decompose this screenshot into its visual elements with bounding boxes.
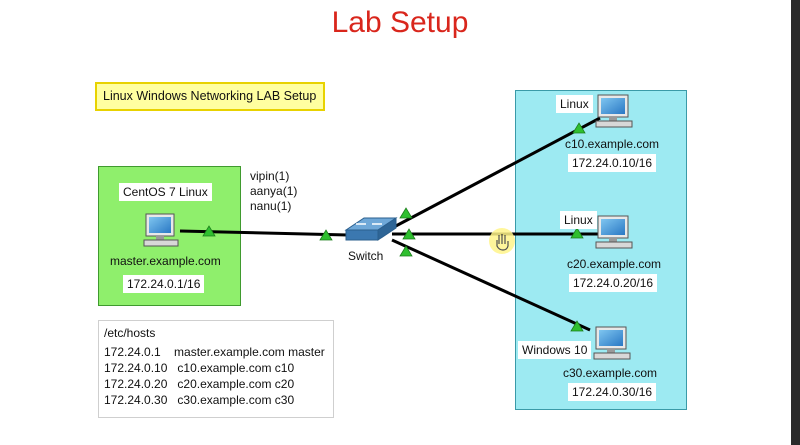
hosts-line: 172.24.0.20 c20.example.com c20 bbox=[104, 377, 295, 391]
mouse-cursor-highlight bbox=[489, 228, 515, 254]
master-hostname: master.example.com bbox=[110, 254, 221, 268]
c10-computer-icon bbox=[595, 94, 633, 128]
window-edge bbox=[791, 0, 800, 445]
c20-ip: 172.24.0.20/16 bbox=[569, 274, 658, 292]
c30-hostname: c30.example.com bbox=[563, 366, 658, 380]
link-status-c20-end bbox=[570, 227, 584, 239]
link-status-c30-end bbox=[570, 320, 584, 332]
switch-label: Switch bbox=[348, 249, 384, 263]
hosts-line: 172.24.0.30 c30.example.com c30 bbox=[104, 393, 295, 407]
link-status-master-switch-end bbox=[319, 229, 333, 241]
c10-hostname: c10.example.com bbox=[565, 137, 660, 151]
hosts-file-box bbox=[98, 320, 334, 418]
link-status-switch-c20 bbox=[402, 228, 416, 240]
link-status-indicators bbox=[202, 122, 586, 332]
master-computer-icon bbox=[143, 213, 179, 247]
hand-cursor-icon bbox=[496, 234, 509, 251]
c20-os-label: Linux bbox=[560, 211, 597, 229]
link-switch-c10 bbox=[391, 116, 601, 230]
master-ip: 172.24.0.1/16 bbox=[123, 275, 205, 293]
c30-os-label: Windows 10 bbox=[518, 341, 592, 359]
user-item: nanu(1) bbox=[250, 199, 292, 213]
user-item: aanya(1) bbox=[250, 184, 298, 198]
user-item: vipin(1) bbox=[250, 169, 290, 183]
c30-ip: 172.24.0.30/16 bbox=[568, 383, 657, 401]
hosts-line: 172.24.0.10 c10.example.com c10 bbox=[104, 361, 295, 375]
hosts-file-lines: 172.24.0.1 master.example.com master 172… bbox=[104, 344, 325, 408]
master-os-label: CentOS 7 Linux bbox=[119, 183, 212, 201]
c30-computer-icon bbox=[593, 326, 631, 360]
c20-hostname: c20.example.com bbox=[567, 257, 662, 271]
link-status-switch-c10 bbox=[399, 207, 413, 219]
link-status-master-end bbox=[202, 225, 216, 237]
hosts-file-title: /etc/hosts bbox=[104, 326, 156, 340]
hosts-line: 172.24.0.1 master.example.com master bbox=[104, 345, 325, 359]
page-title: Lab Setup bbox=[331, 6, 469, 39]
link-switch-c30 bbox=[391, 238, 591, 332]
c10-os-label: Linux bbox=[556, 95, 593, 113]
switch-icon bbox=[344, 217, 398, 241]
c20-computer-icon bbox=[595, 215, 633, 249]
c10-ip: 172.24.0.10/16 bbox=[568, 154, 657, 172]
link-status-switch-c30 bbox=[399, 245, 413, 257]
user-list: vipin(1) aanya(1) nanu(1) bbox=[250, 169, 297, 214]
link-status-c10-end bbox=[572, 122, 586, 134]
lab-note: Linux Windows Networking LAB Setup bbox=[95, 82, 325, 111]
